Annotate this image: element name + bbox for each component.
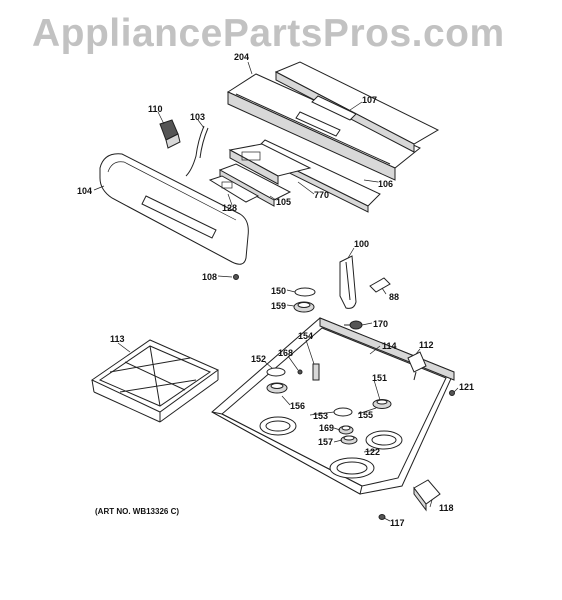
top-trim	[274, 61, 440, 153]
overlay	[208, 175, 260, 203]
part-label-157[interactable]: 157	[318, 437, 334, 447]
switch	[159, 119, 181, 149]
part-label-122[interactable]: 122	[365, 447, 381, 457]
part-label-113[interactable]: 113	[110, 334, 125, 344]
part-label-106[interactable]: 106	[378, 179, 394, 189]
part-label-88[interactable]: 88	[389, 292, 400, 302]
part-label-107[interactable]: 107	[362, 95, 378, 105]
part-label-114[interactable]: 114	[382, 341, 397, 351]
burner-well	[259, 416, 297, 436]
grate	[91, 339, 219, 423]
clip	[369, 277, 391, 293]
part-label-105[interactable]: 105	[276, 197, 292, 207]
screw	[449, 390, 455, 396]
relay-board	[218, 163, 292, 207]
leveling-foot	[413, 479, 441, 512]
part-label-151[interactable]: 151	[372, 373, 388, 383]
part-label-154[interactable]: 154	[298, 331, 314, 341]
part-label-112[interactable]: 112	[419, 340, 434, 350]
valve-bracket	[407, 351, 427, 381]
part-label-118[interactable]: 118	[439, 503, 454, 513]
part-label-168[interactable]: 168	[278, 348, 294, 358]
burner-head	[333, 407, 353, 417]
screw	[378, 514, 386, 520]
part-label-117[interactable]: 117	[390, 518, 405, 528]
part-label-159[interactable]: 159	[271, 301, 287, 311]
back-panel	[226, 73, 421, 181]
part-label-100[interactable]: 100	[354, 239, 370, 249]
part-label-770[interactable]: 770	[314, 190, 330, 200]
burner-head-loose	[293, 301, 315, 313]
burner-head	[266, 367, 286, 377]
burner-head	[372, 399, 392, 409]
part-label-108[interactable]: 108	[202, 272, 218, 282]
control-panel	[99, 153, 249, 265]
part-label-155[interactable]: 155	[358, 410, 374, 420]
burner-cap-loose	[294, 287, 316, 297]
part-label-121[interactable]: 121	[459, 382, 475, 392]
part-label-169[interactable]: 169	[319, 423, 335, 433]
side-bracket	[339, 255, 357, 309]
part-label-152[interactable]: 152	[251, 354, 267, 364]
control-board	[228, 143, 312, 185]
screw	[233, 274, 239, 280]
part-label-153[interactable]: 153	[313, 411, 329, 421]
leader-lines	[93, 61, 459, 522]
art-number: (ART NO. WB13326 C)	[95, 507, 180, 516]
watermark-text: AppliancePartsPros.com	[32, 12, 505, 55]
burner-head	[266, 382, 288, 394]
wire-harness	[185, 125, 209, 177]
knob	[344, 320, 363, 330]
part-label-150[interactable]: 150	[271, 286, 287, 296]
burner-head	[338, 425, 354, 435]
part-label-204[interactable]: 204	[234, 52, 250, 62]
burner-head	[340, 435, 358, 445]
part-label-103[interactable]: 103	[190, 112, 206, 122]
orifice	[297, 369, 303, 375]
part-label-156[interactable]: 156	[290, 401, 306, 411]
part-label-128[interactable]: 128	[222, 203, 238, 213]
burner-well	[329, 457, 375, 479]
igniter	[312, 363, 320, 381]
part-label-104[interactable]: 104	[77, 186, 93, 196]
part-label-170[interactable]: 170	[373, 319, 389, 329]
part-label-110[interactable]: 110	[148, 104, 163, 114]
burner-well	[365, 430, 403, 450]
